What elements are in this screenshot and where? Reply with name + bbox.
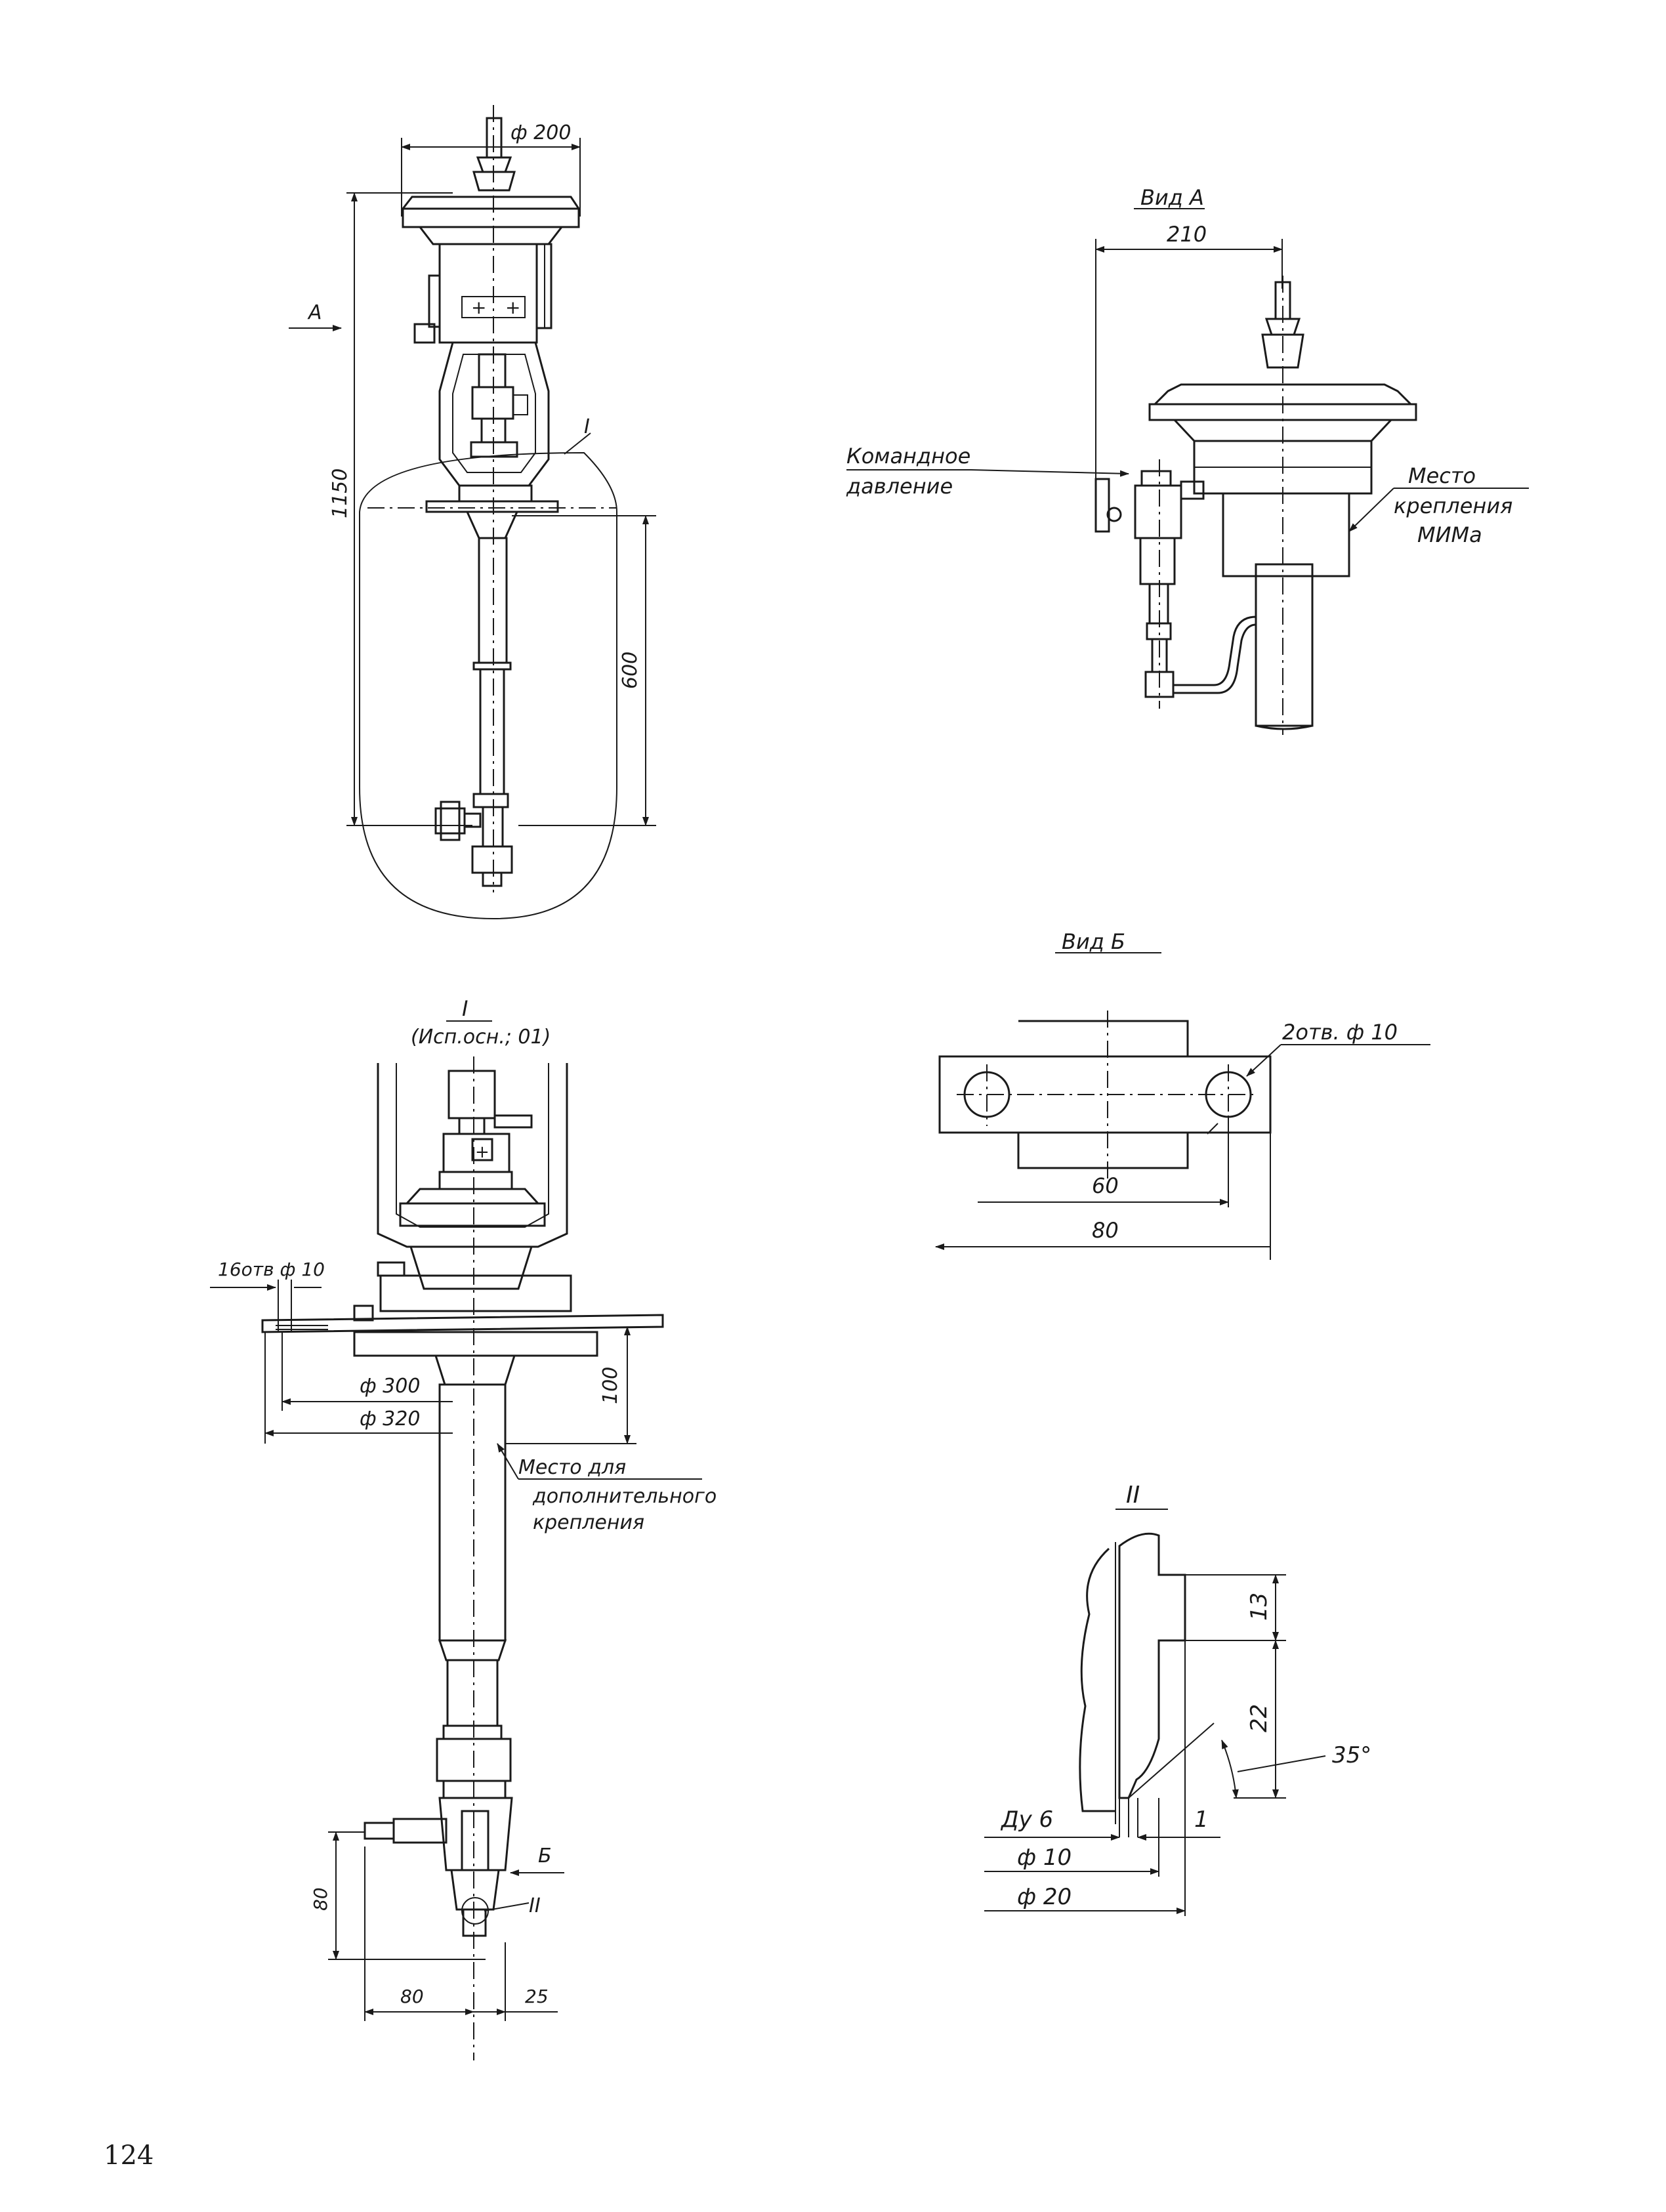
- note-line-3: крепления: [533, 1511, 644, 1534]
- main-view: ф 200 + +: [289, 105, 656, 920]
- svg-text:+: +: [475, 1142, 489, 1162]
- view-b-title: Вид Б: [1062, 929, 1125, 954]
- note-line-2: дополнительного: [532, 1485, 717, 1508]
- holes-label: 2отв. ф 10: [1282, 1020, 1398, 1045]
- detail-ii: II 13 22 35° Ду 6 1 ф 10: [984, 1482, 1371, 1916]
- label-mount-3: МИМа: [1417, 522, 1482, 547]
- view-a-title: Вид А: [1140, 185, 1204, 210]
- view-a: Вид А 210: [846, 185, 1529, 735]
- dia-20: ф 20: [1017, 1884, 1072, 1910]
- angle-35: 35°: [1332, 1742, 1371, 1768]
- dia-320: ф 320: [360, 1408, 420, 1430]
- detail-i: I (Исп.осн.; 01) +: [210, 996, 717, 2060]
- dim-60: 60: [1092, 1173, 1119, 1198]
- holes-16-label: 16отв ф 10: [218, 1259, 325, 1280]
- svg-text:+: +: [505, 297, 520, 318]
- label-command-2: давление: [846, 474, 953, 499]
- arrow-a-label: А: [307, 301, 322, 324]
- arrow-b-label: Б: [538, 1845, 552, 1868]
- label-command-1: Командное: [846, 444, 970, 469]
- dia-300: ф 300: [360, 1375, 420, 1398]
- page-number: 124: [104, 2140, 154, 2171]
- dim-80-b: 80: [1092, 1218, 1119, 1243]
- callout-i: I: [584, 415, 590, 438]
- dim-1: 1: [1194, 1806, 1209, 1833]
- label-mount-2: крепления: [1394, 493, 1512, 518]
- dim-80-horizontal: 80: [400, 1986, 424, 2007]
- dim-80-vertical: 80: [310, 1887, 331, 1911]
- dim-1150: 1150: [329, 469, 352, 518]
- dn-6: Ду 6: [1000, 1806, 1053, 1833]
- dia-10: ф 10: [1017, 1845, 1072, 1871]
- svg-text:+: +: [471, 297, 486, 318]
- view-b: Вид Б 2отв. ф 10 60 80: [935, 929, 1430, 1260]
- label-mount-1: Место: [1408, 463, 1476, 488]
- dim-13: 13: [1246, 1593, 1272, 1621]
- callout-ii: II: [529, 1894, 541, 1917]
- note-line-1: Место для: [518, 1456, 626, 1479]
- dia-200-label: ф 200: [510, 121, 571, 144]
- dim-100: 100: [599, 1367, 622, 1404]
- dim-25: 25: [525, 1986, 549, 2007]
- detail-ii-title: II: [1126, 1482, 1140, 1509]
- dim-210: 210: [1167, 222, 1207, 247]
- dim-22: 22: [1246, 1704, 1272, 1732]
- detail-i-subtitle: (Исп.осн.; 01): [411, 1026, 551, 1049]
- dim-600: 600: [619, 652, 642, 689]
- detail-i-title: I: [462, 996, 468, 1021]
